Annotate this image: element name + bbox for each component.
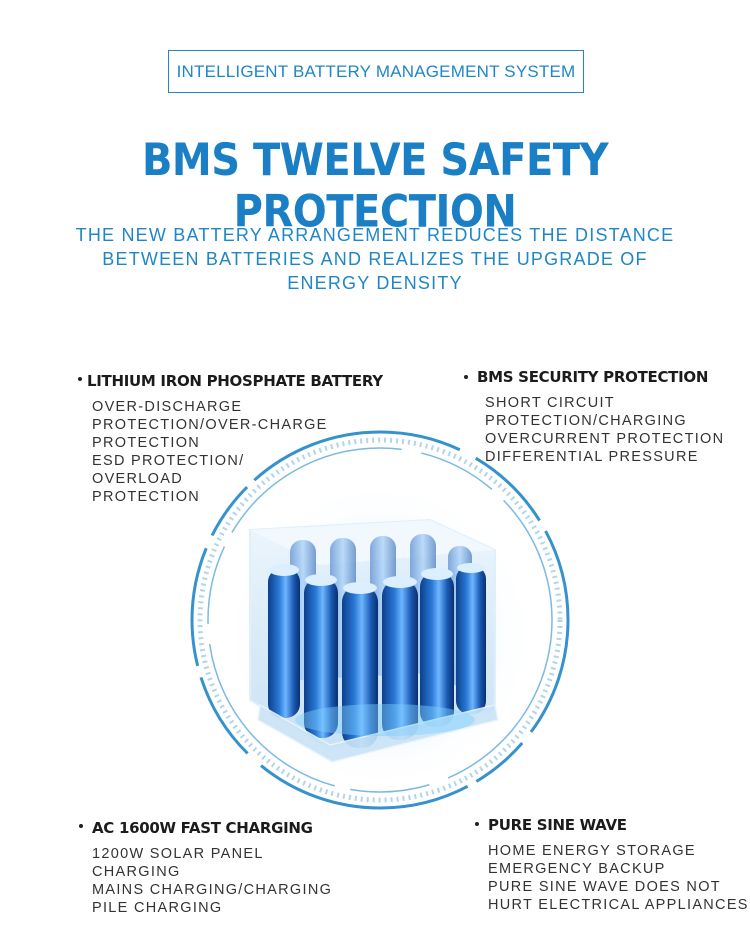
inner-ring xyxy=(207,447,553,793)
feature-lithium-iron-phosphate: LITHIUM IRON PHOSPHATE BATTERY OVER-DISC… xyxy=(78,372,383,506)
feature-bms-security: BMS SECURITY PROTECTION SHORT CIRCUIT PR… xyxy=(464,368,725,466)
feature-line: PURE SINE WAVE DOES NOT xyxy=(488,879,721,895)
bullet-dot-icon xyxy=(464,375,468,379)
battery-pack-illustration xyxy=(190,430,570,810)
page-subtitle: THE NEW BATTERY ARRANGEMENT REDUCES THE … xyxy=(60,223,690,295)
feature-line: PILE CHARGING xyxy=(92,900,223,916)
feature-line: PROTECTION xyxy=(92,489,201,505)
outer-ring xyxy=(190,430,570,810)
feature-fast-charging: AC 1600W FAST CHARGING 1200W SOLAR PANEL… xyxy=(79,819,333,917)
bullet-dot-icon xyxy=(78,377,82,381)
feature-line: HOME ENERGY STORAGE xyxy=(488,843,696,859)
subtitle-line: BETWEEN BATTERIES AND REALIZES THE UPGRA… xyxy=(102,249,648,269)
feature-line: MAINS CHARGING/CHARGING xyxy=(92,882,333,898)
feature-line: OVER-DISCHARGE xyxy=(92,399,243,415)
feature-title: LITHIUM IRON PHOSPHATE BATTERY xyxy=(78,372,383,390)
bullet-dot-icon xyxy=(79,824,83,828)
feature-line: HURT ELECTRICAL APPLIANCES xyxy=(488,897,749,913)
feature-title-text: AC 1600W FAST CHARGING xyxy=(92,819,313,837)
bullet-dot-icon xyxy=(475,822,479,826)
feature-line: ESD PROTECTION/ xyxy=(92,453,245,469)
feature-line: DIFFERENTIAL PRESSURE xyxy=(485,449,699,465)
accent-ring xyxy=(197,437,563,803)
feature-title: BMS SECURITY PROTECTION xyxy=(464,368,724,386)
feature-line: PROTECTION/CHARGING xyxy=(485,413,687,429)
subtitle-line: ENERGY DENSITY xyxy=(287,273,463,293)
feature-pure-sine-wave: PURE SINE WAVE HOME ENERGY STORAGE EMERG… xyxy=(475,816,749,914)
feature-title-text: LITHIUM IRON PHOSPHATE BATTERY xyxy=(87,372,383,390)
feature-line: OVERCURRENT PROTECTION xyxy=(485,431,725,447)
feature-line: SHORT CIRCUIT xyxy=(485,395,615,411)
feature-line: PROTECTION/OVER-CHARGE xyxy=(92,417,328,433)
feature-line: PROTECTION xyxy=(92,435,201,451)
subtitle-line: THE NEW BATTERY ARRANGEMENT REDUCES THE … xyxy=(75,225,675,245)
header-badge: INTELLIGENT BATTERY MANAGEMENT SYSTEM xyxy=(168,50,584,93)
feature-line: CHARGING xyxy=(92,864,181,880)
page-title: BMS TWELVE SAFETY PROTECTION xyxy=(141,134,609,238)
feature-title: AC 1600W FAST CHARGING xyxy=(79,819,332,837)
feature-line: OVERLOAD xyxy=(92,471,183,487)
feature-line: EMERGENCY BACKUP xyxy=(488,861,666,877)
front-cells xyxy=(268,563,486,748)
feature-title: PURE SINE WAVE xyxy=(475,816,749,834)
feature-title-text: PURE SINE WAVE xyxy=(488,816,627,834)
battery-tray xyxy=(257,703,499,763)
feature-line: 1200W SOLAR PANEL xyxy=(92,846,264,862)
feature-title-text: BMS SECURITY PROTECTION xyxy=(477,368,709,386)
